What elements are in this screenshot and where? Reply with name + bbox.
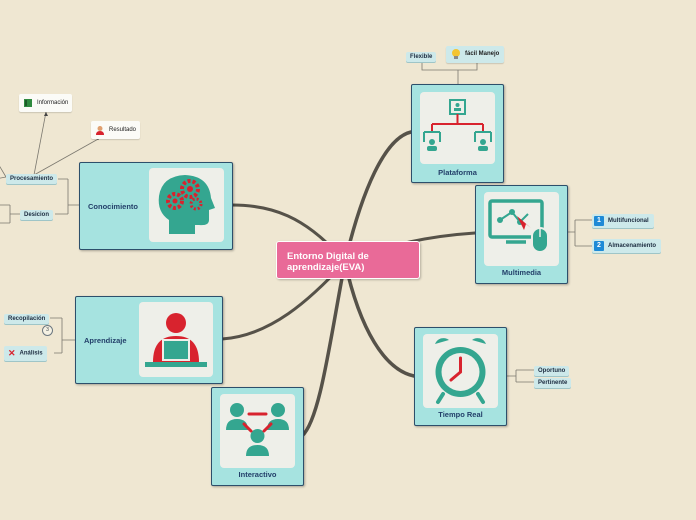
leaf-resultado[interactable]: Resultado — [91, 121, 141, 139]
aprendizaje-tile — [139, 302, 213, 377]
people-network-icon — [226, 403, 289, 456]
topic-plataforma[interactable]: Plataforma — [411, 84, 504, 183]
leaf-desicion[interactable]: Desicion — [20, 210, 54, 220]
number-1-icon: 1 — [594, 216, 604, 226]
book-icon — [24, 99, 32, 107]
leaf-facil-manejo-label: fácil Manejo — [465, 51, 500, 57]
alarm-clock-icon — [435, 338, 486, 404]
leaf-pertinente[interactable]: Pertinente — [534, 378, 572, 388]
computer-mouse-icon — [488, 199, 549, 253]
number-2-icon: 2 — [594, 241, 604, 251]
link-tiempo-real — [343, 260, 416, 378]
leaf-multifuncional-label: Multifuncional — [608, 218, 649, 224]
conocimiento-label: Conocimiento — [88, 202, 138, 211]
plataforma-tile — [420, 92, 495, 164]
close-x-icon: ✕ — [8, 348, 16, 358]
tiempo-real-tile — [423, 334, 498, 408]
tiempo-real-label: Tiempo Real — [438, 410, 483, 419]
interactivo-tile — [220, 394, 295, 468]
leaf-flexible[interactable]: Flexible — [406, 52, 437, 62]
leaf-recopilacion[interactable]: Recopilación — [4, 314, 50, 324]
leaf-procesamiento[interactable]: Procesamiento — [6, 174, 58, 184]
topic-tiempo-real[interactable]: Tiempo Real — [414, 327, 507, 426]
count-badge[interactable]: 3 — [42, 325, 53, 336]
topic-conocimiento[interactable]: Conocimiento — [79, 162, 233, 250]
user-icon — [96, 126, 104, 135]
leaf-almacenamiento[interactable]: 2 Almacenamiento — [592, 239, 662, 253]
leaf-facil-manejo[interactable]: fácil Manejo — [446, 46, 505, 63]
central-topic[interactable]: Entorno Digital de aprendizaje(EVA) — [276, 241, 420, 279]
link-interactivo — [300, 260, 347, 438]
topic-interactivo[interactable]: Interactivo — [211, 387, 304, 486]
hierarchy-network-icon — [423, 99, 492, 151]
person-laptop-icon — [145, 313, 207, 367]
topic-aprendizaje[interactable]: Aprendizaje — [75, 296, 223, 384]
leaf-almacenamiento-label: Almacenamiento — [608, 243, 657, 249]
aprendizaje-label: Aprendizaje — [84, 336, 127, 345]
leaf-informacion[interactable]: Información — [19, 94, 73, 112]
brain-gears-icon — [158, 175, 215, 234]
leaf-informacion-label: Información — [37, 99, 69, 106]
link-plataforma — [343, 130, 413, 264]
leaf-multifuncional[interactable]: 1 Multifuncional — [592, 214, 654, 228]
conocimiento-tile — [149, 168, 224, 242]
central-title: Entorno Digital de aprendizaje(EVA) — [287, 251, 369, 273]
topic-multimedia[interactable]: Multimedia — [475, 185, 568, 284]
leaf-analisis[interactable]: ✕Análisis — [4, 346, 47, 361]
plataforma-label: Plataforma — [438, 168, 477, 177]
multimedia-label: Multimedia — [501, 268, 542, 277]
multimedia-tile — [484, 192, 559, 266]
interactivo-label: Interactivo — [238, 470, 277, 479]
leaf-analisis-label: Análisis — [19, 350, 43, 357]
lightbulb-icon — [452, 49, 460, 59]
leaf-resultado-label: Resultado — [109, 126, 137, 133]
leaf-oportuno[interactable]: Oportuno — [534, 366, 570, 376]
